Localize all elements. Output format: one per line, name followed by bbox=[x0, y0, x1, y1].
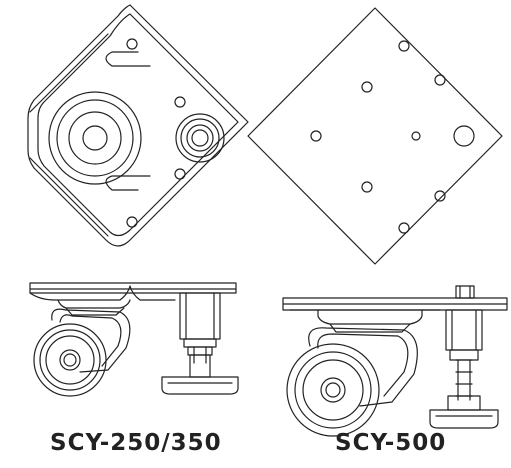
mount-hole bbox=[398, 222, 410, 234]
plate-outline bbox=[247, 7, 503, 265]
top-plate bbox=[29, 282, 237, 294]
scy-250-350-side-view bbox=[29, 282, 239, 397]
caster-wheel bbox=[33, 323, 107, 397]
mount-hole bbox=[398, 40, 410, 52]
leveler-pad-outer bbox=[175, 113, 225, 163]
mount-hole bbox=[434, 190, 446, 202]
mount-hole bbox=[434, 74, 446, 86]
center-hole bbox=[411, 131, 421, 141]
scy-500-side-view bbox=[282, 285, 508, 437]
mount-hole bbox=[174, 168, 186, 180]
swivel-disc-outer bbox=[48, 91, 142, 185]
caster-fork bbox=[308, 327, 418, 407]
plate-inner-rim bbox=[37, 13, 239, 237]
slot-bottom bbox=[105, 175, 151, 191]
mount-hole bbox=[174, 96, 186, 108]
model-label-scy-250-350: SCY-250/350 bbox=[50, 430, 222, 456]
leveler-bolt bbox=[191, 129, 209, 147]
leveler-hole bbox=[453, 125, 475, 147]
leveler-pad bbox=[429, 409, 499, 429]
leveler-thread bbox=[457, 359, 471, 401]
swivel-center bbox=[82, 125, 108, 151]
leveler-bolt-head bbox=[455, 285, 475, 299]
scy-250-350-top-view bbox=[27, 4, 249, 247]
scy-500-top-view bbox=[247, 7, 503, 265]
model-label-scy-500: SCY-500 bbox=[335, 430, 447, 456]
mount-hole bbox=[310, 130, 322, 142]
leveler-pad bbox=[161, 376, 239, 395]
slot-top bbox=[105, 51, 151, 67]
mount-hole bbox=[361, 81, 373, 93]
caster-wheel bbox=[286, 343, 380, 437]
mount-hole bbox=[126, 216, 138, 228]
plate-outline bbox=[27, 4, 249, 247]
wheel-axle bbox=[59, 349, 81, 371]
mount-hole bbox=[126, 38, 138, 50]
caster-fork bbox=[51, 308, 131, 373]
wheel-axle bbox=[320, 377, 346, 403]
mount-hole bbox=[361, 181, 373, 193]
